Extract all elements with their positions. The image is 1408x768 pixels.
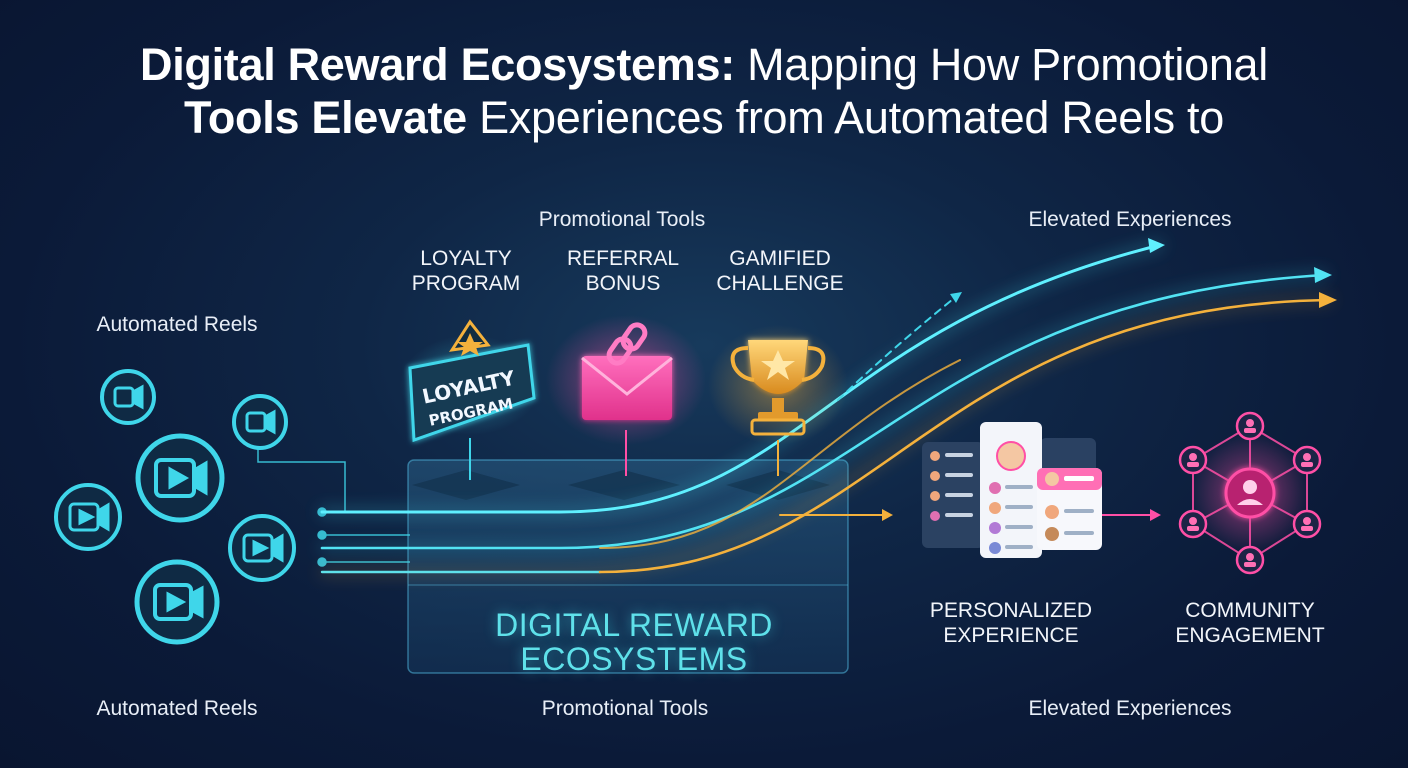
elevated-experiences-heading-bottom: Elevated Experiences — [1028, 697, 1232, 720]
title-line-2: Tools Elevate Experiences from Automated… — [184, 92, 1224, 143]
video-reel-icon-4 — [54, 483, 122, 551]
title-line-1: Digital Reward Ecosystems: Mapping How P… — [140, 39, 1268, 90]
arrow-cyan-2 — [1314, 267, 1332, 283]
arrow-to-personalized — [882, 509, 893, 521]
arrow-cyan-1 — [1148, 238, 1165, 253]
video-reel-icon-5 — [228, 514, 296, 582]
arrow-dashed — [950, 292, 962, 303]
video-reel-icon-1 — [100, 369, 156, 425]
loyalty-badge-icon: LOYALTY PROGRAM — [400, 319, 540, 443]
arrow-orange — [1319, 292, 1337, 308]
trophy-icon — [708, 325, 848, 445]
video-reel-icon-3 — [135, 433, 225, 523]
promotional-tools-heading-top: Promotional Tools — [538, 208, 706, 231]
promotional-tools-heading-bottom: Promotional Tools — [541, 697, 709, 720]
automated-reels-heading-left: Automated Reels — [96, 313, 258, 336]
video-reel-icon-6 — [134, 559, 220, 645]
video-reel-icon-2 — [232, 394, 288, 450]
page-title: Digital Reward Ecosystems: Mapping How P… — [0, 38, 1408, 144]
video-reel-icons — [54, 369, 296, 645]
community-network-icon — [1178, 411, 1322, 575]
elevated-experiences-heading-top: Elevated Experiences — [1028, 208, 1232, 231]
automated-reels-heading-bottom: Automated Reels — [96, 697, 258, 720]
arrow-to-community — [1150, 509, 1161, 521]
envelope-link-icon — [546, 315, 706, 445]
profile-cards-icon — [922, 422, 1102, 558]
arrowheads — [882, 238, 1337, 521]
